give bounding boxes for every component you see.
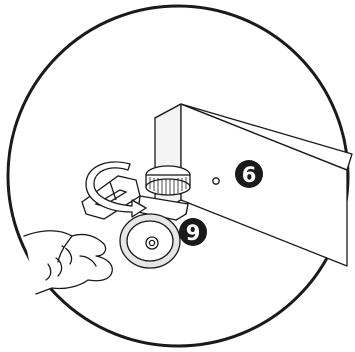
rotation-arrow-icon (85, 161, 147, 218)
callout-6-label: 6 (242, 163, 257, 187)
caster-wheel (81, 165, 191, 269)
hand-icon (23, 230, 113, 295)
screw-hole (212, 177, 220, 185)
callout-6: 6 (235, 160, 263, 188)
callout-9-label: 9 (186, 221, 201, 245)
callout-9: 9 (179, 218, 207, 246)
